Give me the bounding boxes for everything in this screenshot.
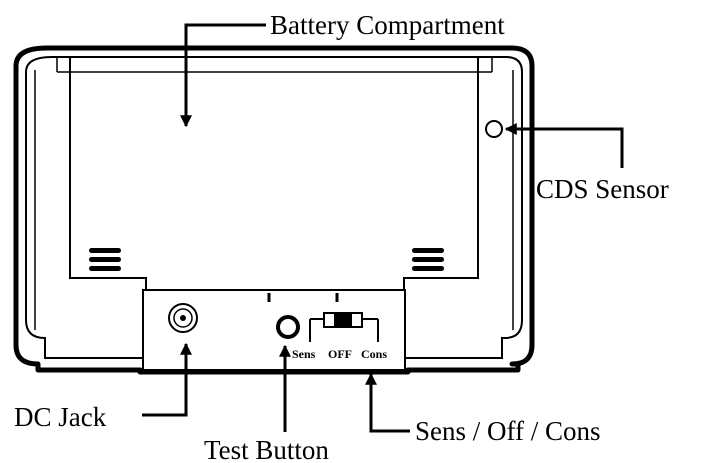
callout-test-button: Test Button — [204, 344, 329, 463]
control-panel-frame — [142, 289, 406, 371]
right-vent-grille — [412, 248, 444, 271]
control-panel — [142, 289, 406, 371]
callout-dc-jack: DC Jack — [14, 342, 192, 432]
leader-battery-compartment — [180, 23, 266, 128]
callout-cds-sensor: CDS Sensor — [504, 123, 669, 204]
label-mode-switch: Sens / Off / Cons — [415, 416, 601, 446]
label-test-button: Test Button — [204, 435, 329, 463]
test-button[interactable] — [276, 315, 300, 339]
leader-dc-jack — [142, 342, 192, 417]
mode-switch[interactable] — [309, 312, 379, 342]
battery-compartment-cover — [56, 57, 493, 291]
cover-outline — [69, 57, 479, 291]
label-dc-jack: DC Jack — [14, 402, 107, 432]
label-cds-sensor: CDS Sensor — [536, 174, 669, 204]
label-battery-compartment: Battery Compartment — [270, 10, 505, 40]
leader-cds-sensor — [504, 123, 624, 168]
switch-label-off: OFF — [328, 347, 352, 361]
housing-inner-outline — [25, 56, 523, 359]
dc-jack[interactable] — [168, 303, 198, 333]
leader-mode-switch — [365, 372, 410, 433]
callout-battery-compartment: Battery Compartment — [180, 10, 505, 128]
cds-sensor — [485, 120, 503, 138]
device-housing — [13, 45, 535, 375]
switch-knob[interactable] — [334, 314, 352, 326]
left-vent-grille — [89, 248, 121, 271]
switch-label-sens: Sens — [292, 347, 316, 361]
switch-label-cons: Cons — [361, 347, 387, 361]
callout-mode-switch: Sens / Off / Cons — [365, 372, 601, 446]
